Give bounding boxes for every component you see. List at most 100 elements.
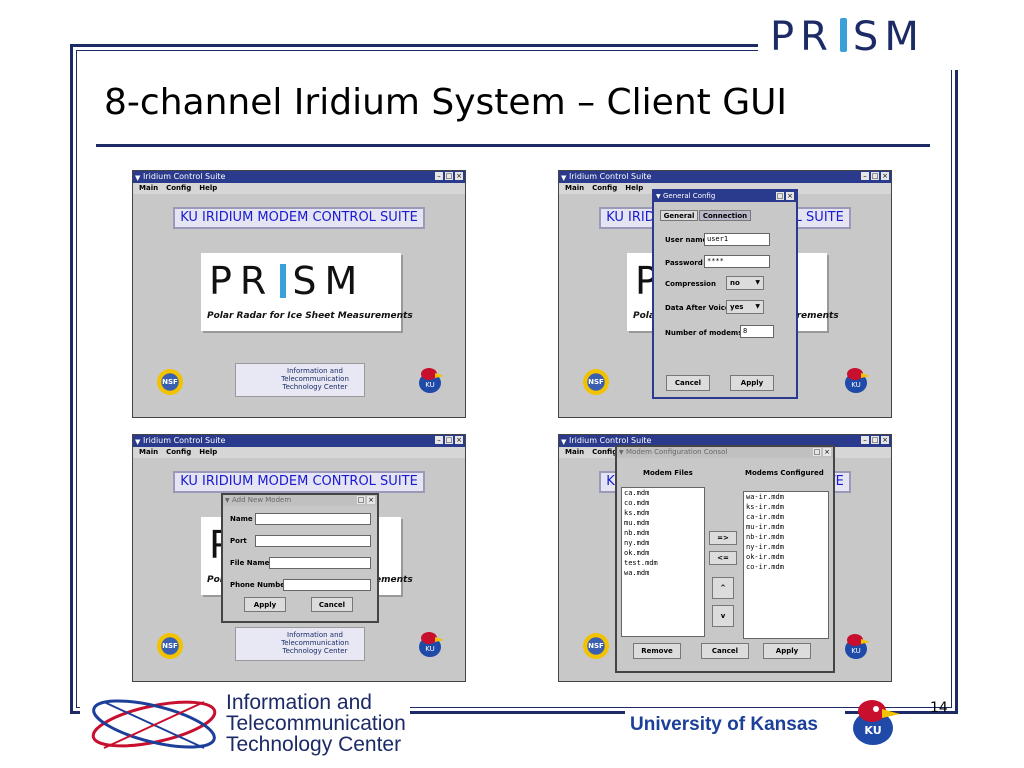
maximize-icon[interactable]: □ <box>445 436 453 444</box>
move-left-button[interactable]: <= <box>709 551 737 565</box>
menu-main[interactable]: Main <box>565 448 585 456</box>
ittc-line-2: Telecommunication <box>226 712 406 735</box>
move-up-button[interactable]: ^ <box>712 577 734 599</box>
configured-modem-item[interactable]: ks-ir.mdm <box>746 503 784 511</box>
maximize-icon[interactable]: □ <box>357 496 365 504</box>
apply-button[interactable]: Apply <box>244 597 286 612</box>
menu-main[interactable]: Main <box>139 184 159 192</box>
data-after-voice-value: yes <box>730 303 744 311</box>
minimize-icon[interactable]: – <box>861 436 869 444</box>
prism-logo-bar <box>839 18 847 52</box>
window-menu-icon[interactable]: ▼ <box>561 174 567 182</box>
apply-button[interactable]: Apply <box>763 643 811 659</box>
configured-modem-item[interactable]: ny-ir.mdm <box>746 543 784 551</box>
modem-files-list[interactable]: ca.mdm co.mdm ks.mdm mu.mdm nb.mdm ny.mdm ok.m… <box>621 487 705 637</box>
maximize-icon[interactable]: □ <box>871 436 879 444</box>
configured-modem-item[interactable]: co-ir.mdm <box>746 563 784 571</box>
modem-file-item[interactable]: test.mdm <box>624 559 658 567</box>
num-modems-label: Number of modems <box>665 329 743 337</box>
name-field[interactable] <box>255 513 371 525</box>
password-label: Password <box>665 259 703 267</box>
close-icon[interactable]: × <box>881 436 889 444</box>
move-right-button[interactable]: => <box>709 531 737 545</box>
window-menu-icon[interactable]: ▼ <box>225 497 230 504</box>
chevron-down-icon: ▼ <box>755 303 760 310</box>
user-name-label: User name <box>665 236 708 244</box>
phone-number-field[interactable] <box>283 579 371 591</box>
menu-help[interactable]: Help <box>199 184 218 192</box>
menu-main[interactable]: Main <box>565 184 585 192</box>
configured-modem-item[interactable]: nb-ir.mdm <box>746 533 784 541</box>
menubar: Main Config Help <box>559 183 891 194</box>
close-icon[interactable]: × <box>455 172 463 180</box>
modem-file-item[interactable]: ok.mdm <box>624 549 650 557</box>
close-icon[interactable]: × <box>823 448 831 456</box>
general-config-dialog: ▼General Config □× General Connection Us… <box>652 189 798 399</box>
num-modems-field[interactable]: 8 <box>740 325 774 338</box>
modem-file-item[interactable]: ca.mdm <box>624 489 650 497</box>
window-title: Iridium Control Suite <box>569 436 652 445</box>
move-down-button[interactable]: v <box>712 605 734 627</box>
port-field[interactable] <box>255 535 371 547</box>
window-title: Iridium Control Suite <box>143 436 226 445</box>
modem-file-item[interactable]: wa.mdm <box>624 569 650 577</box>
compression-select[interactable]: no▼ <box>726 276 764 290</box>
cancel-button[interactable]: Cancel <box>701 643 749 659</box>
menu-config[interactable]: Config <box>592 448 618 456</box>
menu-config[interactable]: Config <box>166 184 192 192</box>
window-menu-icon[interactable]: ▼ <box>561 438 567 446</box>
tab-general[interactable]: General <box>660 210 698 221</box>
minimize-icon[interactable]: – <box>435 436 443 444</box>
cancel-button[interactable]: Cancel <box>311 597 353 612</box>
cancel-button[interactable]: Cancel <box>666 375 710 391</box>
menu-config[interactable]: Config <box>592 184 618 192</box>
close-icon[interactable]: × <box>786 192 794 200</box>
modems-configured-list[interactable]: wa-ir.mdm ks-ir.mdm ca-ir.mdm mu-ir.mdm nb-i… <box>743 491 829 639</box>
close-icon[interactable]: × <box>367 496 375 504</box>
window-menu-icon[interactable]: ▼ <box>619 449 624 456</box>
maximize-icon[interactable]: □ <box>776 192 784 200</box>
window-menu-icon[interactable]: ▼ <box>135 174 141 182</box>
configured-modem-item[interactable]: mu-ir.mdm <box>746 523 784 531</box>
window-menu-icon[interactable]: ▼ <box>135 438 141 446</box>
menu-help[interactable]: Help <box>625 184 644 192</box>
apply-button[interactable]: Apply <box>730 375 774 391</box>
file-name-field[interactable] <box>269 557 371 569</box>
modem-file-item[interactable]: ks.mdm <box>624 509 650 517</box>
jayhawk-icon: KU <box>845 634 870 659</box>
ittc-card-line: Technology Center <box>282 647 348 655</box>
configured-modem-item[interactable]: wa-ir.mdm <box>746 493 784 501</box>
menu-main[interactable]: Main <box>139 448 159 456</box>
close-icon[interactable]: × <box>881 172 889 180</box>
jayhawk-label: KU <box>425 645 435 653</box>
maximize-icon[interactable]: □ <box>813 448 821 456</box>
configured-modem-item[interactable]: ok-ir.mdm <box>746 553 784 561</box>
modem-file-item[interactable]: nb.mdm <box>624 529 650 537</box>
modem-file-item[interactable]: ny.mdm <box>624 539 650 547</box>
maximize-icon[interactable]: □ <box>871 172 879 180</box>
menu-help[interactable]: Help <box>199 448 218 456</box>
remove-button[interactable]: Remove <box>633 643 681 659</box>
menubar: Main Config Help <box>133 447 465 458</box>
title-rule <box>96 144 930 147</box>
configured-modem-item[interactable]: ca-ir.mdm <box>746 513 784 521</box>
modem-file-item[interactable]: co.mdm <box>624 499 650 507</box>
window-menu-icon[interactable]: ▼ <box>656 193 661 200</box>
footer-backdrop-right <box>625 708 845 738</box>
jayhawk-label: KU <box>851 381 861 389</box>
minimize-icon[interactable]: – <box>861 172 869 180</box>
tab-connection[interactable]: Connection <box>699 210 751 221</box>
modem-file-item[interactable]: mu.mdm <box>624 519 650 527</box>
ittc-line-1: Information and <box>226 691 372 714</box>
data-after-voice-select[interactable]: yes ▼ <box>726 300 764 314</box>
close-icon[interactable]: × <box>455 436 463 444</box>
menu-config[interactable]: Config <box>166 448 192 456</box>
user-name-field[interactable]: user1 <box>704 233 770 246</box>
maximize-icon[interactable]: □ <box>445 172 453 180</box>
slide-frame-inner <box>76 50 952 708</box>
phone-number-label: Phone Number <box>230 581 289 589</box>
jayhawk-icon: KU <box>845 368 870 393</box>
minimize-icon[interactable]: – <box>435 172 443 180</box>
password-field[interactable]: **** <box>704 255 770 268</box>
